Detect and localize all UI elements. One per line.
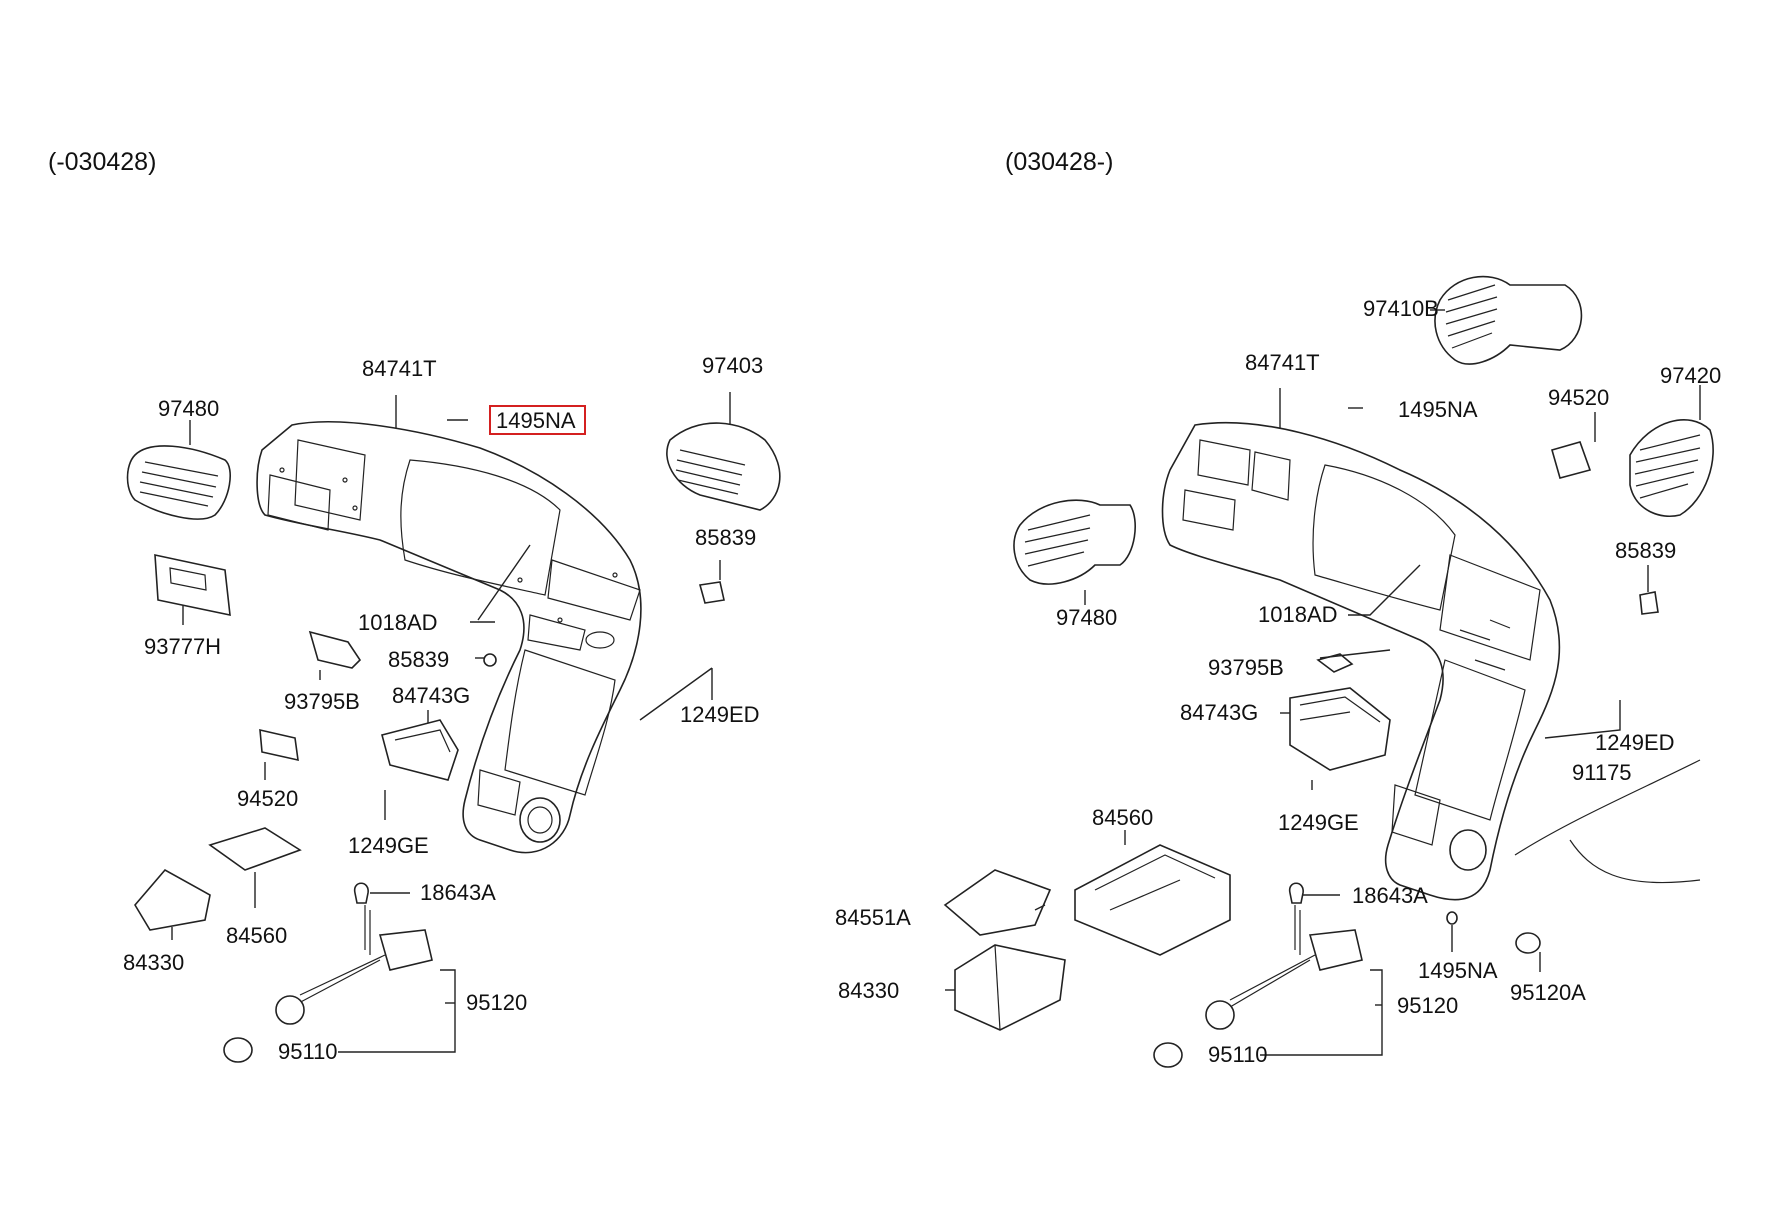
- label-85839-right: 85839: [1615, 538, 1676, 563]
- left-dash-panel-drawing: [256, 420, 642, 854]
- label-84551A: 84551A: [835, 905, 911, 930]
- highlight-box: [489, 405, 586, 435]
- right-97480-vent-drawing: [1013, 499, 1136, 585]
- label-85839-lower: 85839: [388, 647, 449, 672]
- left-97480-vent-drawing: [126, 445, 231, 520]
- right-84743G-pocket-drawing: [1289, 687, 1391, 771]
- label-97410B: 97410B: [1363, 296, 1439, 321]
- right-panel-header: (030428-): [1005, 148, 1113, 176]
- left-95110-plug-drawing: [223, 1037, 253, 1063]
- label-1249GE-right: 1249GE: [1278, 810, 1359, 835]
- right-95120-socket-drawing: [1205, 905, 1363, 1030]
- right-leader-lines: [945, 309, 1701, 1056]
- label-97420: 97420: [1660, 363, 1721, 388]
- label-1249ED: 1249ED: [680, 702, 760, 727]
- label-84741T-right: 84741T: [1245, 350, 1320, 375]
- left-97403-vent-drawing: [666, 422, 781, 511]
- left-93795B-drawing: [308, 630, 362, 669]
- left-84330-drawing: [134, 868, 211, 931]
- right-84560-bracket-drawing: [1074, 844, 1231, 956]
- right-85839-clip-drawing: [1639, 591, 1659, 615]
- label-84743G-right: 84743G: [1180, 700, 1258, 725]
- left-leader-lines: [171, 392, 731, 1053]
- label-84560: 84560: [226, 923, 287, 948]
- right-97410B-vent-drawing: [1434, 275, 1583, 365]
- label-95120A: 95120A: [1510, 980, 1586, 1005]
- label-93795B-right: 93795B: [1208, 655, 1284, 680]
- right-95110-plug-drawing: [1153, 1042, 1183, 1068]
- right-18643A-bulb-drawing: [1288, 882, 1304, 904]
- label-94520: 94520: [237, 786, 298, 811]
- label-1495NA-right-lower: 1495NA: [1418, 958, 1498, 983]
- label-95120: 95120: [466, 990, 527, 1015]
- label-93777H: 93777H: [144, 634, 221, 659]
- label-95110-right: 95110: [1208, 1042, 1268, 1067]
- left-84560-drawing: [208, 827, 302, 871]
- label-94520-right: 94520: [1548, 385, 1609, 410]
- label-18643A: 18643A: [420, 880, 496, 905]
- label-1018AD: 1018AD: [358, 610, 438, 635]
- left-18643A-bulb-drawing: [353, 882, 369, 904]
- label-1495NA-highlighted: 1495NA: [496, 408, 576, 433]
- label-1495NA-right: 1495NA: [1398, 397, 1478, 422]
- right-94520-drawing: [1551, 441, 1592, 479]
- left-85839a-clip-drawing: [698, 581, 725, 604]
- left-95120-socket-drawing: [275, 905, 433, 1025]
- left-94520-drawing: [259, 728, 299, 762]
- left-85839b-clip-drawing: [483, 653, 497, 667]
- right-1495NA-clip-drawing: [1446, 911, 1458, 925]
- label-97480: 97480: [158, 396, 219, 421]
- left-84743G-pocket-drawing: [381, 719, 459, 781]
- left-panel-header: (-030428): [48, 148, 156, 176]
- label-1249ED-right: 1249ED: [1595, 730, 1675, 755]
- label-93795B: 93795B: [284, 689, 360, 714]
- label-84743G: 84743G: [392, 683, 470, 708]
- right-95120A-drawing: [1515, 932, 1541, 954]
- label-91175: 91175: [1572, 760, 1632, 785]
- label-1018AD-right: 1018AD: [1258, 602, 1338, 627]
- label-84560-right: 84560: [1092, 805, 1153, 830]
- label-95110: 95110: [278, 1039, 338, 1064]
- left-93777H-switch-drawing: [154, 553, 231, 617]
- left-panel: (-030428): [48, 148, 781, 1064]
- label-1249GE: 1249GE: [348, 833, 429, 858]
- label-84330-right: 84330: [838, 978, 899, 1003]
- label-84330: 84330: [123, 950, 184, 975]
- right-dash-panel-drawing: [1161, 421, 1561, 901]
- right-91175-harness-drawing: [1514, 759, 1701, 884]
- label-84741T: 84741T: [362, 356, 437, 381]
- label-95120-right: 95120: [1397, 993, 1458, 1018]
- right-84330-ashtray-drawing: [954, 944, 1066, 1031]
- right-97420-vent-drawing: [1629, 419, 1714, 517]
- label-97480-right: 97480: [1056, 605, 1117, 630]
- label-85839-upper: 85839: [695, 525, 756, 550]
- right-84551A-drawing: [943, 869, 1052, 936]
- right-panel: (030428-): [835, 148, 1721, 1068]
- label-97403: 97403: [702, 353, 763, 378]
- label-18643A-right: 18643A: [1352, 883, 1428, 908]
